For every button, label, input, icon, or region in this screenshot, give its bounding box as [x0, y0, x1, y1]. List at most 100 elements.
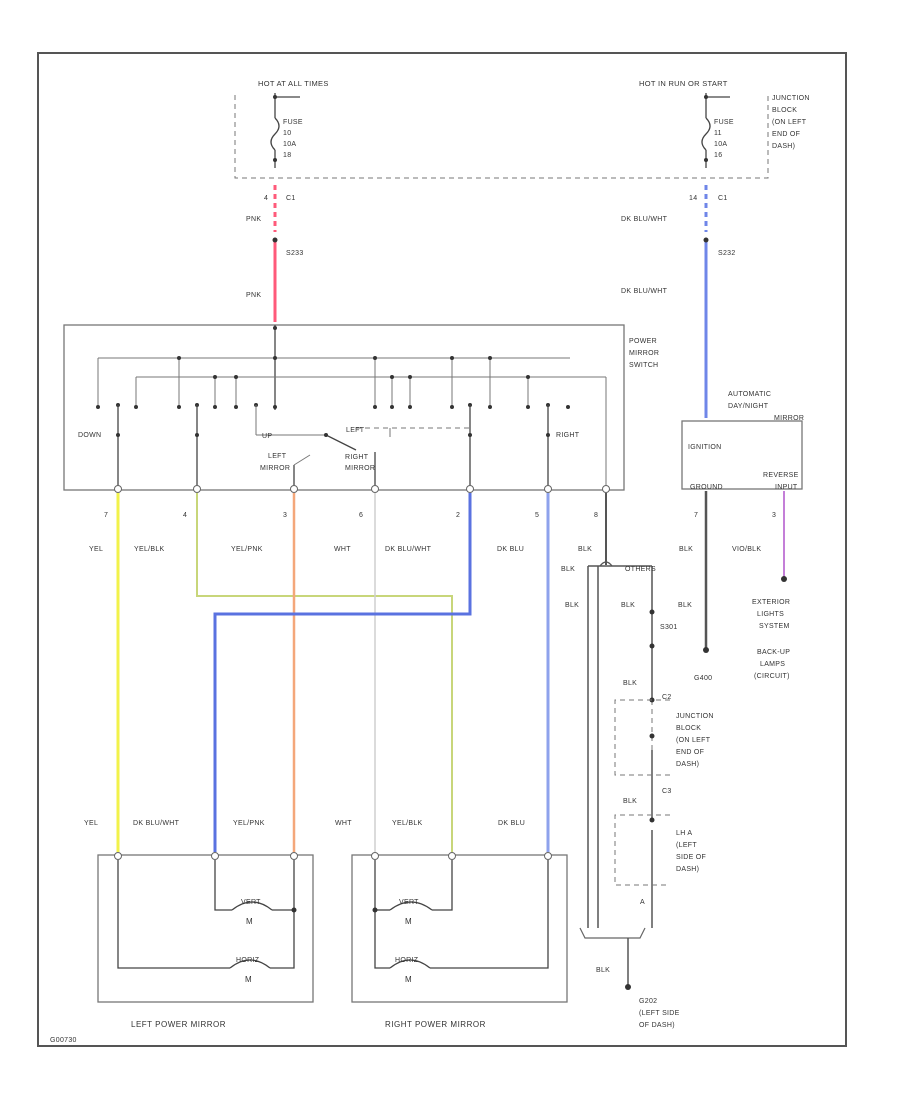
svg-text:VERT: VERT: [399, 899, 419, 906]
switch-connector-pins: 7 4 3 6 2 5 8: [104, 485, 610, 519]
backup-lamps-label: BACK-UP LAMPS (CIRCUIT): [754, 649, 790, 680]
svg-text:7: 7: [694, 512, 698, 519]
svg-text:VERT: VERT: [241, 899, 261, 906]
svg-text:2: 2: [456, 512, 460, 519]
svg-text:MIRROR: MIRROR: [629, 350, 659, 357]
lh-a-outline: [614, 814, 670, 886]
svg-text:LH A: LH A: [676, 830, 692, 837]
svg-text:END OF: END OF: [772, 131, 800, 138]
right-mirror-internal-wiring: [372, 860, 549, 969]
svg-text:M: M: [405, 917, 412, 926]
svg-text:BLK: BLK: [565, 602, 579, 609]
svg-text:HORIZ: HORIZ: [236, 957, 260, 964]
svg-text:6: 6: [359, 512, 363, 519]
svg-text:BLK: BLK: [621, 602, 635, 609]
svg-text:DASH): DASH): [676, 761, 699, 768]
right-mirror-select-label: RIGHT MIRROR: [345, 454, 375, 472]
svg-text:(CIRCUIT): (CIRCUIT): [754, 673, 790, 680]
svg-text:S301: S301: [660, 624, 678, 631]
left-mirror-horiz-motor: HORIZ M: [229, 957, 271, 984]
svg-text:DASH): DASH): [676, 866, 699, 873]
svg-text:M: M: [405, 975, 412, 984]
svg-text:YEL: YEL: [89, 546, 103, 553]
svg-text:YEL: YEL: [84, 820, 98, 827]
figure-id: G00730: [50, 1037, 77, 1044]
switch-right-label: RIGHT: [556, 432, 580, 439]
ground-location-label: G202 (LEFT SIDE OF DASH): [639, 998, 679, 1029]
switch-wire-colors: YEL YEL/BLK YEL/PNK WHT DK BLU/WHT DK BL…: [89, 546, 592, 553]
svg-text:DK BLU/WHT: DK BLU/WHT: [621, 216, 668, 223]
svg-text:5: 5: [535, 512, 539, 519]
svg-text:3: 3: [283, 512, 287, 519]
svg-text:POWER: POWER: [629, 338, 657, 345]
svg-text:DK BLU/WHT: DK BLU/WHT: [385, 546, 432, 553]
switch-left-label: LEFT: [346, 427, 365, 434]
svg-text:7: 7: [104, 512, 108, 519]
svg-text:11: 11: [714, 130, 722, 137]
left-mirror-internal-wiring: [117, 860, 297, 969]
ground-path: BLK OTHERS BLK BLK BLK S301 BLK C2 BLK C…: [561, 561, 692, 990]
svg-text:OTHERS: OTHERS: [625, 566, 656, 573]
svg-text:JUNCTION: JUNCTION: [772, 95, 810, 102]
svg-text:MIRROR: MIRROR: [260, 465, 290, 472]
svg-text:3: 3: [772, 512, 776, 519]
power-mirror-switch-label: POWER MIRROR SWITCH: [629, 338, 659, 369]
svg-text:LEFT: LEFT: [268, 453, 287, 460]
svg-text:WHT: WHT: [334, 546, 351, 553]
svg-text:YEL/BLK: YEL/BLK: [134, 546, 165, 553]
svg-text:BLK: BLK: [561, 566, 575, 573]
svg-text:14: 14: [689, 195, 697, 202]
svg-text:OF DASH): OF DASH): [639, 1022, 675, 1029]
svg-text:DK BLU: DK BLU: [498, 820, 525, 827]
svg-text:VIO/BLK: VIO/BLK: [732, 546, 761, 553]
svg-text:(ON LEFT: (ON LEFT: [772, 119, 807, 126]
svg-text:FUSE: FUSE: [283, 119, 303, 126]
left-mirror-select-label: LEFT MIRROR: [260, 453, 290, 472]
mirror-wire-labels: YEL DK BLU/WHT YEL/PNK WHT YEL/BLK DK BL…: [84, 820, 525, 827]
svg-text:A: A: [640, 899, 645, 906]
auto-mirror-wires: 7 3 BLK VIO/BLK G400: [679, 491, 787, 682]
svg-text:LAMPS: LAMPS: [760, 661, 785, 668]
left-mirror-vert-motor: VERT M: [231, 899, 273, 926]
auto-mirror-ground-label: GROUND: [690, 484, 723, 491]
switch-down-label: DOWN: [78, 432, 101, 439]
exterior-lights-label: EXTERIOR LIGHTS SYSTEM: [752, 599, 790, 630]
svg-text:JUNCTION: JUNCTION: [676, 713, 714, 720]
svg-text:S233: S233: [286, 250, 304, 257]
svg-text:END OF: END OF: [676, 749, 704, 756]
svg-text:M: M: [245, 975, 252, 984]
svg-text:BLOCK: BLOCK: [676, 725, 701, 732]
svg-text:(ON LEFT: (ON LEFT: [676, 737, 711, 744]
junction-block-c2-label: JUNCTION BLOCK (ON LEFT END OF DASH): [676, 713, 714, 768]
feed-left-wire: 4 C1 PNK S233 PNK: [246, 185, 304, 322]
switch-up-label: UP: [262, 433, 272, 440]
right-mirror-horiz-motor: HORIZ M: [389, 957, 431, 984]
svg-text:YEL/PNK: YEL/PNK: [233, 820, 265, 827]
svg-text:FUSE: FUSE: [714, 119, 734, 126]
left-power-mirror-title: LEFT POWER MIRROR: [131, 1020, 226, 1029]
svg-text:S232: S232: [718, 250, 736, 257]
svg-text:HORIZ: HORIZ: [395, 957, 419, 964]
svg-text:16: 16: [714, 152, 722, 159]
svg-text:BLK: BLK: [623, 798, 637, 805]
auto-mirror-reverse-label: REVERSE: [763, 472, 799, 479]
svg-text:SYSTEM: SYSTEM: [759, 623, 790, 630]
svg-text:SWITCH: SWITCH: [629, 362, 658, 369]
fuse-right: FUSE 11 10A 16: [701, 93, 734, 168]
svg-text:BLK: BLK: [679, 546, 693, 553]
svg-text:G202: G202: [639, 998, 657, 1005]
svg-text:MIRROR: MIRROR: [345, 465, 375, 472]
fuse-left: FUSE 10 10A 18: [270, 93, 303, 168]
left-mirror-pins: [114, 852, 298, 860]
lh-a-label: LH A (LEFT SIDE OF DASH): [676, 830, 706, 873]
junction-block-label: JUNCTION BLOCK (ON LEFT END OF DASH): [772, 95, 810, 150]
svg-text:10: 10: [283, 130, 291, 137]
right-mirror-pins: [371, 852, 552, 860]
hot-all-times-label: HOT AT ALL TIMES: [258, 79, 329, 88]
power-mirror-switch-box: [63, 324, 625, 491]
svg-text:BLK: BLK: [678, 602, 692, 609]
svg-text:4: 4: [183, 512, 187, 519]
svg-text:BLK: BLK: [596, 967, 610, 974]
svg-text:WHT: WHT: [335, 820, 352, 827]
svg-text:YEL/BLK: YEL/BLK: [392, 820, 423, 827]
